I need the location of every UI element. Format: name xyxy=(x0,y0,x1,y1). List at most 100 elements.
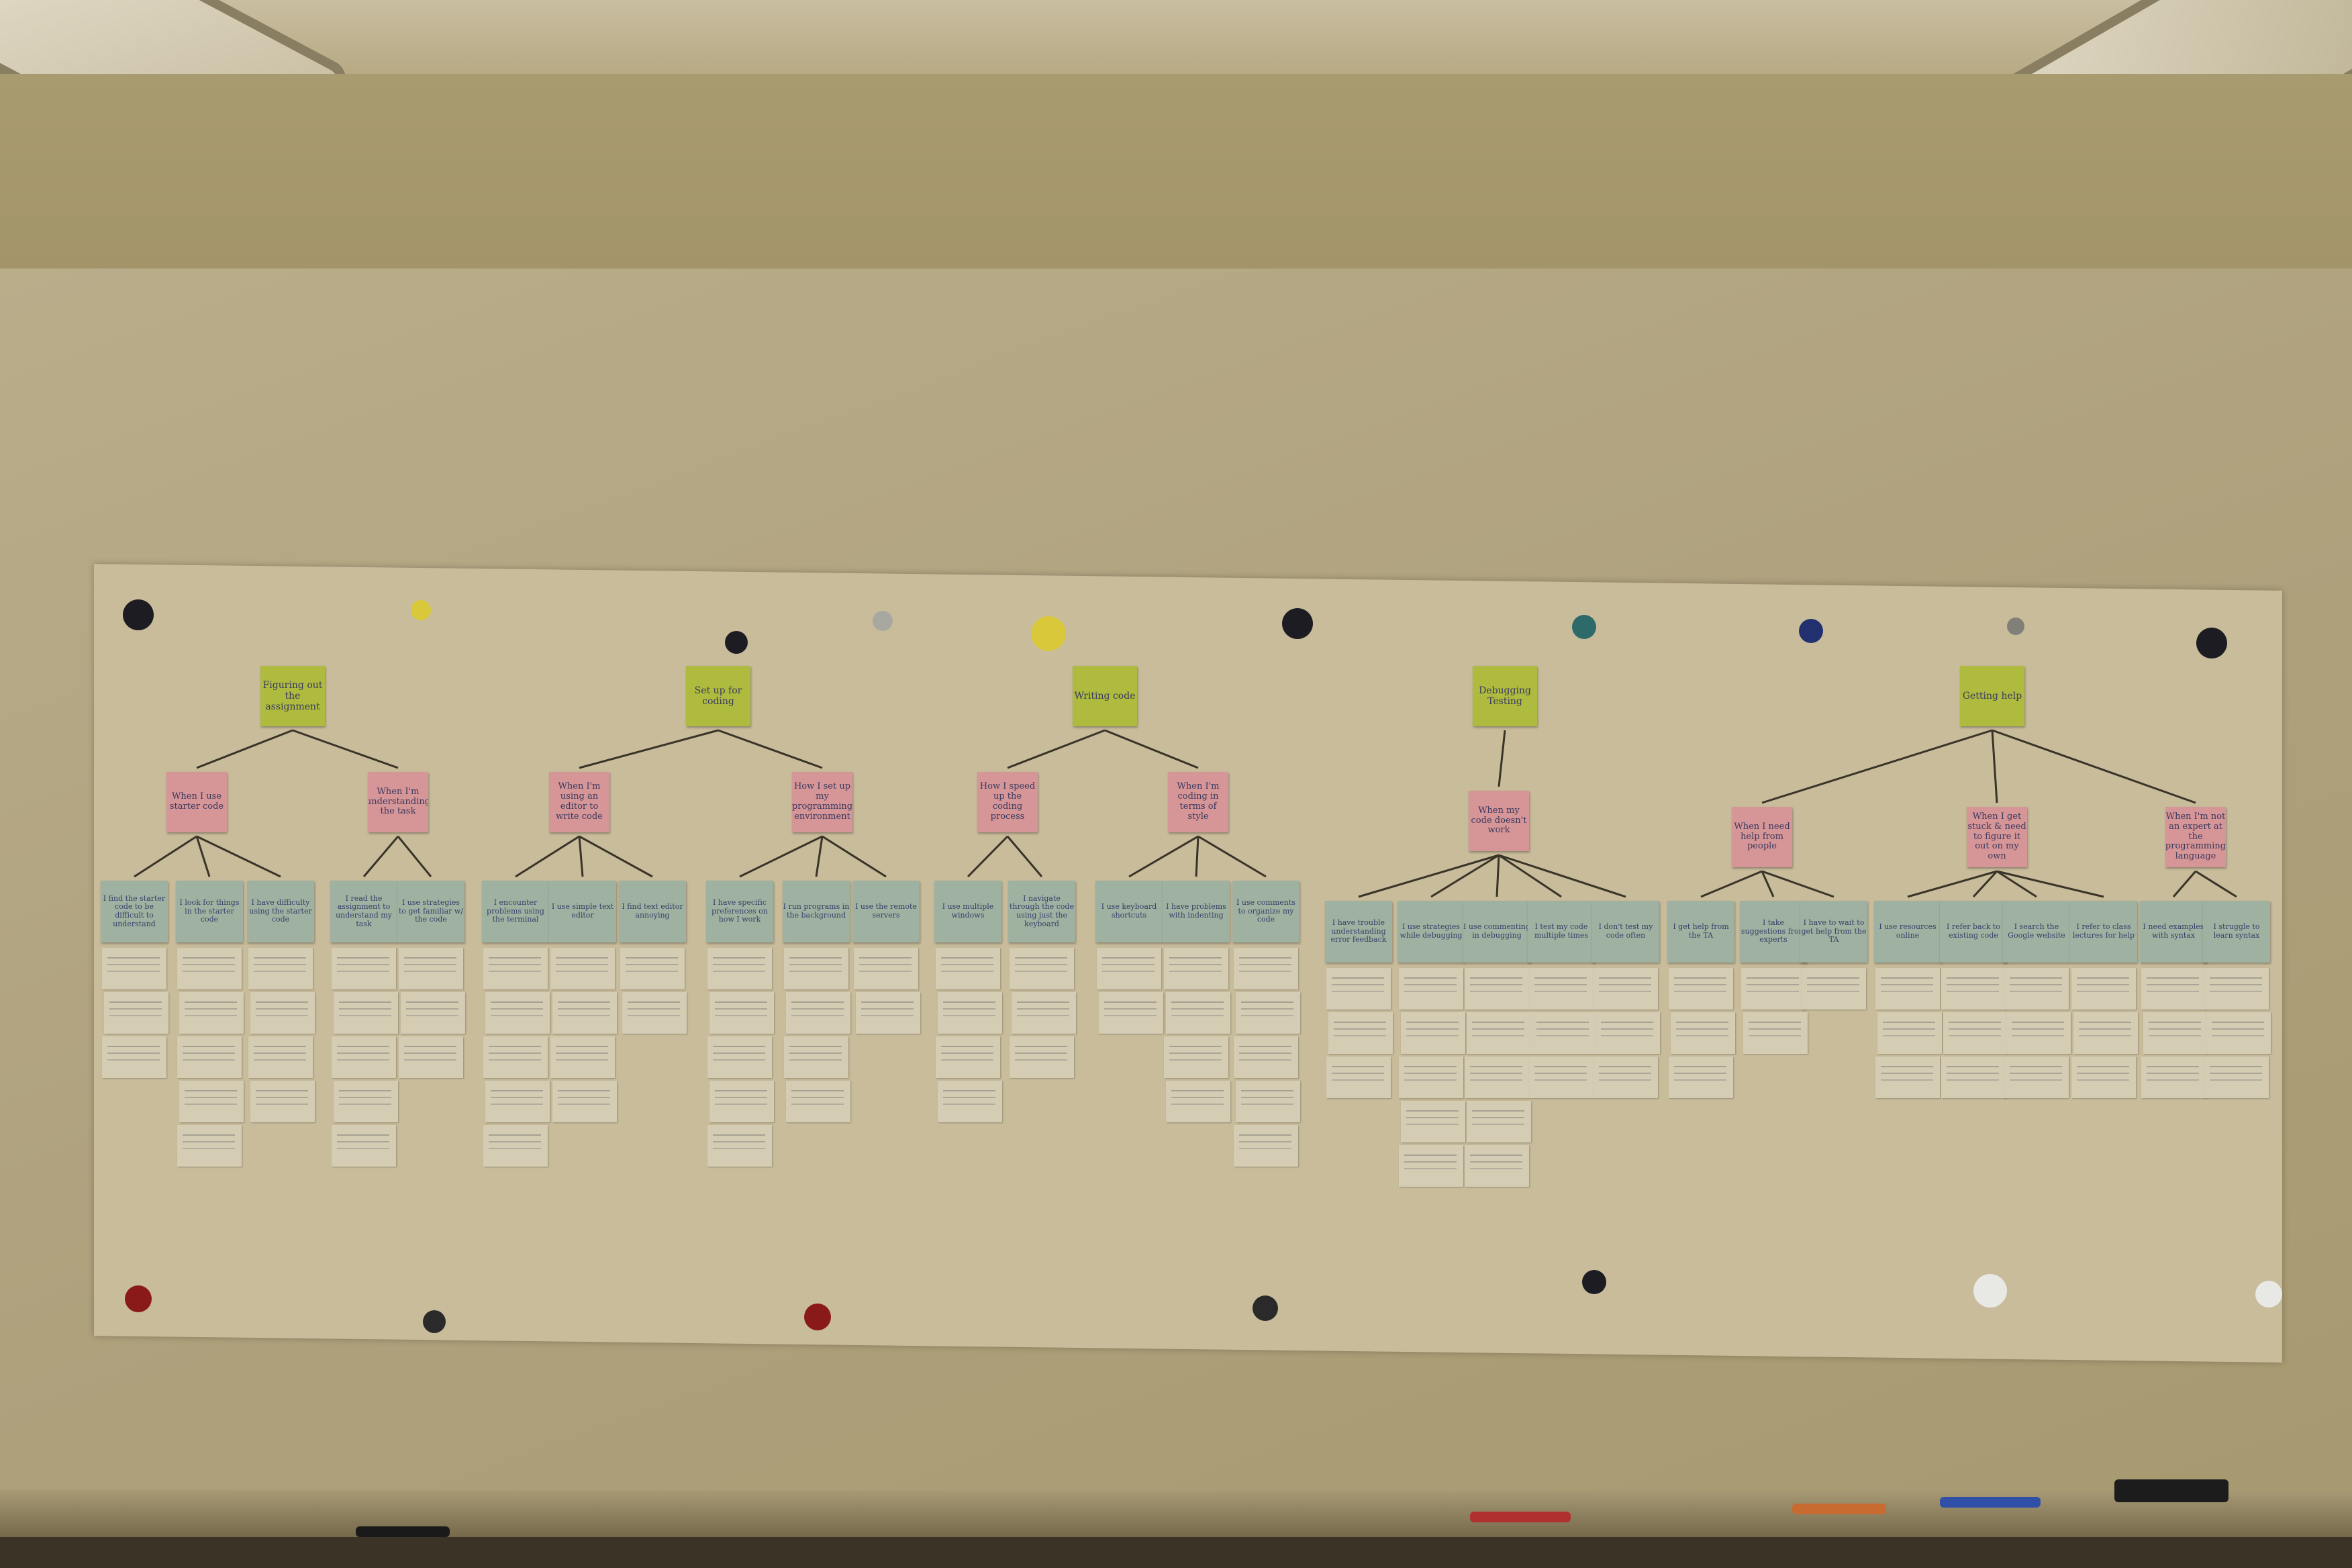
quote-card xyxy=(1401,1101,1465,1142)
quote-card xyxy=(1941,968,2006,1010)
group-note: When my code doesn't work xyxy=(1469,791,1529,851)
connector-line xyxy=(1996,870,2104,898)
quote-card xyxy=(707,948,772,989)
quote-card xyxy=(250,1081,315,1122)
group-note: How I set up my programming environment xyxy=(792,772,852,832)
quote-card xyxy=(709,992,774,1034)
connector-line xyxy=(718,729,823,769)
quote-card xyxy=(1669,1057,1733,1098)
quote-card xyxy=(332,1036,396,1078)
quote-card xyxy=(1099,992,1163,1034)
connector-line xyxy=(1195,836,1199,877)
quote-card xyxy=(250,992,315,1034)
quote-card xyxy=(1097,948,1161,989)
quote-card xyxy=(550,1036,615,1078)
connector-line xyxy=(362,836,399,877)
insight-note: I don't test my code often xyxy=(1592,901,1659,963)
marker-black xyxy=(356,1526,450,1537)
quote-card xyxy=(2071,968,2136,1010)
quote-card xyxy=(1326,968,1391,1010)
quote-card xyxy=(1467,1101,1531,1142)
magnet xyxy=(1582,1270,1606,1294)
magnet xyxy=(725,631,748,654)
quote-card xyxy=(1164,1036,1228,1078)
marker-red xyxy=(1470,1512,1571,1522)
insight-note: I use strategies while debugging xyxy=(1398,901,1465,963)
quote-card xyxy=(1877,1012,1942,1054)
quote-card xyxy=(550,948,615,989)
quote-card xyxy=(1465,968,1529,1010)
quote-card xyxy=(179,992,244,1034)
connector-line xyxy=(1006,836,1043,877)
insight-note: I have trouble understanding error feedb… xyxy=(1325,901,1392,963)
connector-line xyxy=(1700,870,1763,898)
quote-card xyxy=(707,1125,772,1167)
quote-card xyxy=(784,1036,848,1078)
quote-card xyxy=(1234,1036,1298,1078)
connector-line xyxy=(822,835,887,878)
quote-card xyxy=(552,992,617,1034)
insight-note: I test my code multiple times xyxy=(1528,901,1595,963)
connector-line xyxy=(1430,854,1500,898)
quote-card xyxy=(1467,1012,1531,1054)
insight-note: I encounter problems using the terminal xyxy=(482,881,549,942)
quote-card xyxy=(938,992,1002,1034)
quote-card xyxy=(1594,1057,1658,1098)
magnet xyxy=(1973,1274,2007,1308)
quote-card xyxy=(1802,968,1866,1010)
quote-card xyxy=(483,1125,548,1167)
quote-card xyxy=(1236,1081,1300,1122)
quote-card xyxy=(552,1081,617,1122)
connector-line xyxy=(1761,729,1993,804)
group-note: When I use starter code xyxy=(166,772,227,832)
magnet xyxy=(123,599,154,630)
quote-card xyxy=(1875,968,1940,1010)
quote-card xyxy=(1328,1012,1393,1054)
group-note: When I'm coding in terms of style xyxy=(1168,772,1228,832)
quote-card xyxy=(1594,968,1658,1010)
connector-line xyxy=(578,836,584,877)
insight-note: I need examples with syntax xyxy=(2140,901,2207,963)
quote-card xyxy=(1234,1125,1298,1167)
insight-note: I look for things in the starter code xyxy=(176,881,243,942)
quote-card xyxy=(1399,1057,1463,1098)
quote-card xyxy=(2206,1012,2271,1054)
quote-card xyxy=(856,992,920,1034)
ceiling xyxy=(0,0,2352,74)
connector-line xyxy=(134,835,197,878)
quote-card xyxy=(1166,992,1230,1034)
insight-note: I have specific preferences on how I wor… xyxy=(706,881,773,942)
connector-line xyxy=(967,835,1009,878)
magnet xyxy=(1572,615,1596,639)
connector-line xyxy=(1761,870,1834,898)
quote-card xyxy=(1743,1012,1808,1054)
connector-line xyxy=(1197,835,1267,878)
connector-line xyxy=(1907,870,1998,898)
connector-line xyxy=(1358,854,1500,898)
wall xyxy=(0,74,2352,275)
quote-card xyxy=(1399,1145,1463,1187)
magnet xyxy=(423,1310,446,1333)
quote-card xyxy=(1010,948,1074,989)
magnet xyxy=(1282,608,1313,639)
quote-card xyxy=(1875,1057,1940,1098)
quote-card xyxy=(399,948,463,989)
connector-line xyxy=(2195,870,2237,898)
quote-card xyxy=(177,1036,242,1078)
quote-card xyxy=(2141,1057,2206,1098)
insight-note: I refer back to existing code xyxy=(1940,901,2007,963)
quote-card xyxy=(2143,1012,2208,1054)
quote-card xyxy=(936,948,1000,989)
connector-line xyxy=(1104,729,1199,769)
insight-note: I use the remote servers xyxy=(852,881,920,942)
category-note: Figuring out the assignment xyxy=(260,666,325,726)
quote-card xyxy=(332,1125,396,1167)
quote-card xyxy=(102,948,166,989)
connector-line xyxy=(1972,870,1998,898)
quote-card xyxy=(620,948,685,989)
quote-card xyxy=(1010,1036,1074,1078)
category-note: Set up for coding xyxy=(686,666,750,726)
connector-line xyxy=(196,729,293,769)
quote-card xyxy=(248,1036,313,1078)
